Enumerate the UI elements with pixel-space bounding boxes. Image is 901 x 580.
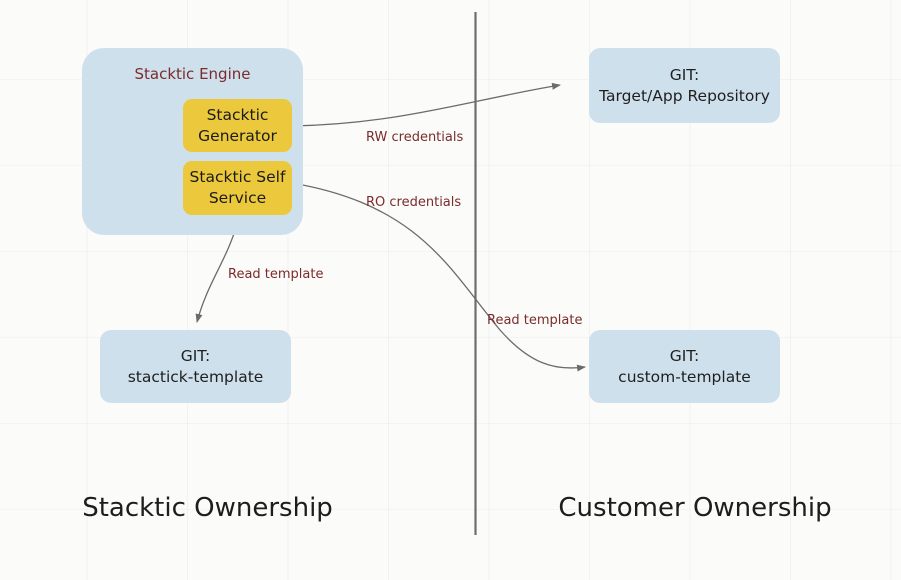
edge-label-rw-credentials: RW credentials <box>366 130 464 145</box>
edge-label-read-template-right: Read template <box>487 313 583 328</box>
node-git-target-app-repository-line1: GIT: <box>669 65 700 84</box>
edge-label-read-template-left: Read template <box>228 267 324 282</box>
node-git-stactick-template[interactable]: GIT: stactick-template <box>100 330 291 403</box>
section-label-customer-ownership: Customer Ownership <box>558 493 832 523</box>
node-git-stactick-template-line2: stactick-template <box>127 367 264 386</box>
node-stacktic-self-service-line1: Stacktic Self <box>189 168 286 187</box>
edge-generator-to-target-repo <box>291 82 561 127</box>
node-stacktic-generator[interactable]: Stacktic Generator <box>183 99 292 152</box>
node-git-target-app-repository[interactable]: GIT: Target/App Repository <box>589 48 780 123</box>
node-git-stactick-template-line1: GIT: <box>180 346 211 365</box>
node-stacktic-generator-line2: Generator <box>198 126 277 145</box>
stacktic-engine-title: Stacktic Engine <box>134 65 251 83</box>
node-stacktic-generator-line1: Stacktic <box>206 105 269 124</box>
edge-self-service-to-custom-template <box>291 182 586 372</box>
node-git-custom-template-line1: GIT: <box>669 346 700 365</box>
node-git-target-app-repository-line2: Target/App Repository <box>599 86 770 105</box>
node-stacktic-self-service[interactable]: Stacktic Self Service <box>183 161 292 215</box>
edge-label-ro-credentials: RO credentials <box>366 195 462 210</box>
node-git-custom-template-line2: custom-template <box>618 367 751 386</box>
section-label-stacktic-ownership: Stacktic Ownership <box>82 493 333 523</box>
node-git-custom-template[interactable]: GIT: custom-template <box>589 330 780 403</box>
node-stacktic-self-service-line2: Service <box>208 189 267 207</box>
